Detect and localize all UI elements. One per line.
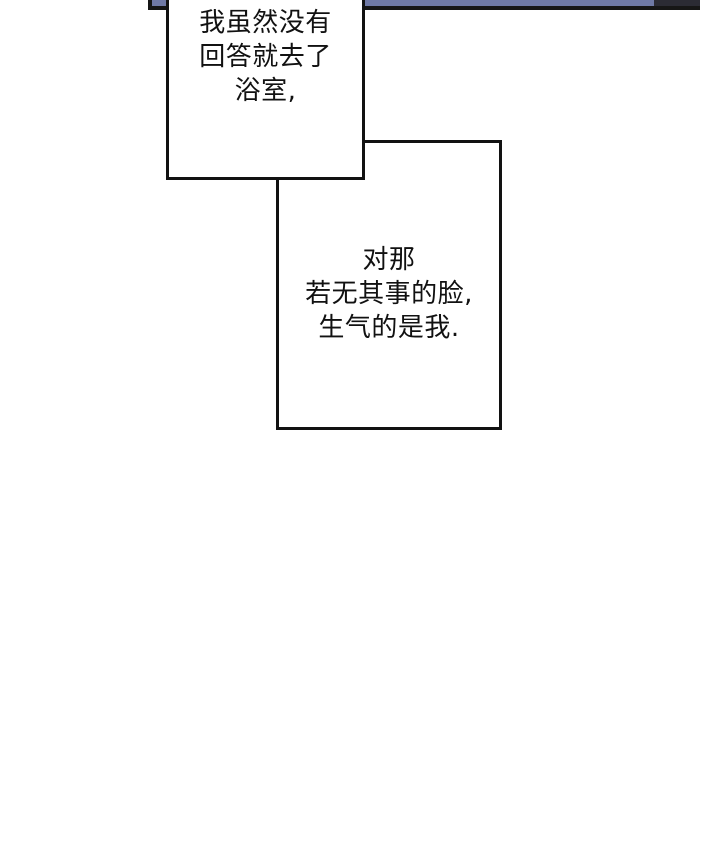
caption-2-line-3: 生气的是我.	[318, 313, 460, 343]
caption-1-line-3: 浴室,	[234, 76, 297, 106]
caption-1-line-1: 我虽然没有	[199, 8, 332, 38]
caption-1-text: 我虽然没有 回答就去了 浴室,	[169, 6, 362, 108]
caption-2-text: 对那 若无其事的脸, 生气的是我.	[279, 243, 499, 345]
caption-1-line-2: 回答就去了	[199, 42, 332, 72]
caption-box-2: 对那 若无其事的脸, 生气的是我.	[276, 140, 502, 430]
caption-2-line-1: 对那	[362, 245, 416, 275]
panel-dark-corner	[654, 0, 700, 6]
caption-2-line-2: 若无其事的脸,	[305, 279, 473, 309]
caption-box-1: 我虽然没有 回答就去了 浴室,	[166, 0, 365, 180]
comic-panel-bottom-edge	[148, 0, 700, 10]
